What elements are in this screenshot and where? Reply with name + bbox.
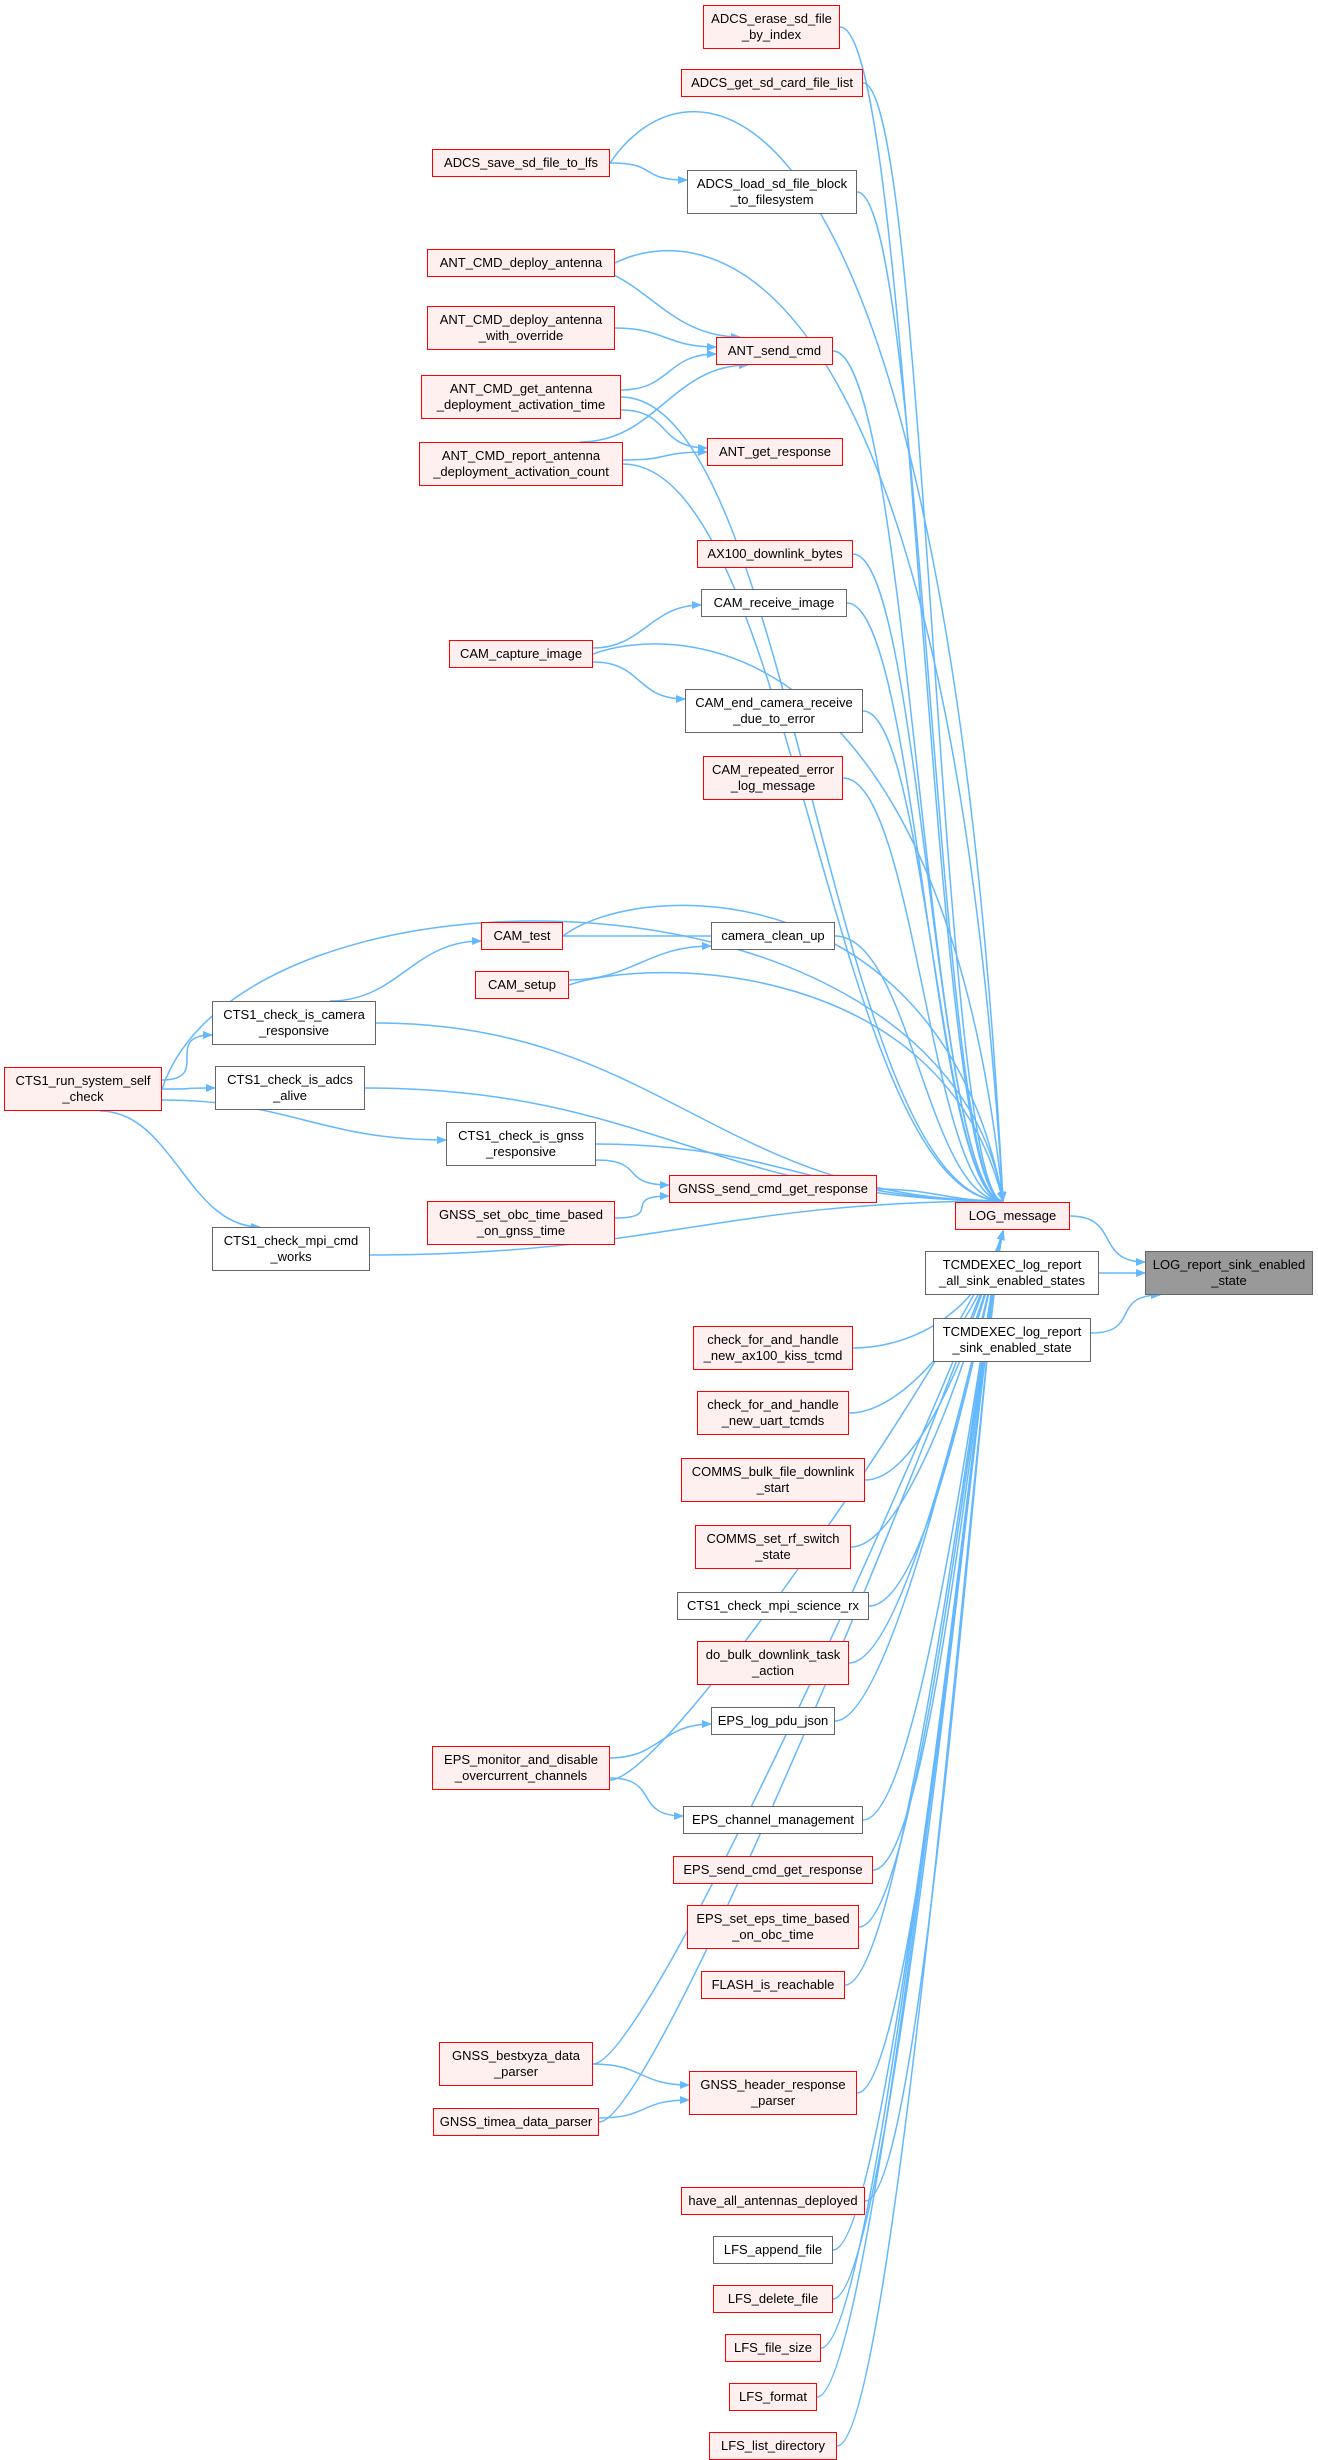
node-gnss-timea-data-parser[interactable]: GNSS_timea_data_parser xyxy=(433,2108,599,2136)
node-lfs-file-size[interactable]: LFS_file_size xyxy=(725,2334,821,2362)
node-cam-repeated-error-log-message[interactable]: CAM_repeated_error _log_message xyxy=(703,756,843,800)
call-edge xyxy=(834,935,1004,1205)
node-ant-get-response[interactable]: ANT_get_response xyxy=(707,438,843,466)
call-edge xyxy=(369,1197,1004,1256)
node-log-report-sink-enabled-state: LOG_report_sink_enabled _state xyxy=(1145,1251,1313,1295)
node-eps-monitor-and-disable-overcurrent-channels[interactable]: EPS_monitor_and_disable _overcurrent_cha… xyxy=(432,1746,610,1790)
node-ant-cmd-deploy-antenna[interactable]: ANT_CMD_deploy_antenna xyxy=(427,249,615,277)
call-edge xyxy=(609,1777,684,1820)
node-eps-channel-management[interactable]: EPS_channel_management xyxy=(683,1806,863,1834)
node-cts1-check-mpi-science-rx[interactable]: CTS1_check_mpi_science_rx xyxy=(677,1592,869,1620)
node-adcs-get-sd-card-file-list[interactable]: ADCS_get_sd_card_file_list xyxy=(681,69,863,97)
call-edge xyxy=(852,553,1004,1205)
node-tcmdexec-log-report-all-sink-enabled-states[interactable]: TCMDEXEC_log_report _all_sink_enabled_st… xyxy=(925,1251,1099,1295)
call-edge xyxy=(614,1192,670,1219)
node-check-for-and-handle-new-ax100-kiss-tcmd[interactable]: check_for_and_handle _new_ax100_kiss_tcm… xyxy=(693,1326,853,1370)
node-gnss-header-response-parser[interactable]: GNSS_header_response _parser xyxy=(689,2071,857,2115)
node-comms-bulk-file-downlink-start[interactable]: COMMS_bulk_file_downlink _start xyxy=(681,1458,865,1502)
node-cam-end-camera-receive-due-to-error[interactable]: CAM_end_camera_receive _due_to_error xyxy=(685,689,863,733)
node-adcs-erase-sd-file-by-index[interactable]: ADCS_erase_sd_file _by_index xyxy=(703,5,840,49)
node-ant-cmd-deploy-antenna-with-override[interactable]: ANT_CMD_deploy_antenna _with_override xyxy=(427,306,615,350)
call-edge xyxy=(609,162,688,184)
node-gnss-bestxyza-data-parser[interactable]: GNSS_bestxyza_data _parser xyxy=(439,2042,593,2086)
node-do-bulk-downlink-task-action[interactable]: do_bulk_downlink_task _action xyxy=(697,1641,849,1685)
node-cam-receive-image[interactable]: CAM_receive_image xyxy=(701,589,847,617)
node-ant-cmd-get-antenna-deployment-activation-time[interactable]: ANT_CMD_get_antenna _deployment_activati… xyxy=(421,375,621,419)
call-edge xyxy=(622,463,1004,1205)
call-edge xyxy=(329,937,482,1002)
node-comms-set-rf-switch-state[interactable]: COMMS_set_rf_switch _state xyxy=(695,1525,851,1569)
call-edge xyxy=(595,1143,1004,1205)
call-edge xyxy=(99,1110,261,1231)
call-edge xyxy=(161,1084,216,1093)
call-edge xyxy=(832,350,1004,1205)
call-edge xyxy=(375,1022,1004,1205)
node-lfs-delete-file[interactable]: LFS_delete_file xyxy=(713,2285,833,2313)
node-ant-cmd-report-antenna-deployment-activation-count[interactable]: ANT_CMD_report_antenna _deployment_activ… xyxy=(419,442,623,486)
node-have-all-antennas-deployed[interactable]: have_all_antennas_deployed xyxy=(681,2187,865,2215)
call-edge xyxy=(592,2063,690,2089)
node-gnss-set-obc-time-based-on-gnss-time[interactable]: GNSS_set_obc_time_based _on_gnss_time xyxy=(427,1201,615,1245)
call-edge xyxy=(568,971,1005,1202)
node-lfs-append-file[interactable]: LFS_append_file xyxy=(713,2236,833,2264)
call-edge xyxy=(568,942,712,981)
call-edge xyxy=(161,1099,447,1144)
node-cts1-run-system-self-check[interactable]: CTS1_run_system_self _check xyxy=(4,1067,162,1111)
node-adcs-save-sd-file-to-lfs[interactable]: ADCS_save_sd_file_to_lfs xyxy=(432,149,610,177)
call-edge xyxy=(614,327,717,351)
node-adcs-load-sd-file-block-to-filesystem[interactable]: ADCS_load_sd_file_block _to_filesystem xyxy=(687,170,857,214)
call-edge xyxy=(1090,1291,1161,1334)
call-edge xyxy=(620,350,717,391)
node-lfs-format[interactable]: LFS_format xyxy=(729,2383,817,2411)
node-cts1-check-is-camera-responsive[interactable]: CTS1_check_is_camera _responsive xyxy=(212,1001,376,1045)
call-edge xyxy=(592,601,702,649)
call-edge xyxy=(595,1159,670,1189)
call-edge xyxy=(579,361,749,443)
call-edge xyxy=(609,110,1007,1202)
call-edge xyxy=(609,1720,712,1759)
call-edge xyxy=(622,448,708,461)
call-edge xyxy=(161,1031,213,1081)
call-edge xyxy=(862,710,1004,1205)
node-cts1-check-is-adcs-alive[interactable]: CTS1_check_is_adcs _alive xyxy=(215,1066,365,1110)
node-lfs-list-directory[interactable]: LFS_list_directory xyxy=(709,2432,837,2460)
node-log-message[interactable]: LOG_message xyxy=(955,1202,1070,1230)
node-gnss-send-cmd-get-response[interactable]: GNSS_send_cmd_get_response xyxy=(669,1175,877,1203)
call-edge xyxy=(839,26,1004,1205)
node-eps-log-pdu-json[interactable]: EPS_log_pdu_json xyxy=(711,1707,835,1735)
node-tcmdexec-log-report-sink-enabled-state[interactable]: TCMDEXEC_log_report _sink_enabled_state xyxy=(933,1318,1091,1362)
node-ax100-downlink-bytes[interactable]: AX100_downlink_bytes xyxy=(697,540,853,568)
call-edge xyxy=(598,2096,690,2119)
node-eps-send-cmd-get-response[interactable]: EPS_send_cmd_get_response xyxy=(673,1856,873,1884)
node-cam-setup[interactable]: CAM_setup xyxy=(475,971,569,999)
node-ant-send-cmd[interactable]: ANT_send_cmd xyxy=(716,337,833,365)
node-camera-clean-up[interactable]: camera_clean_up xyxy=(711,922,835,950)
call-edge xyxy=(856,191,1004,1205)
node-check-for-and-handle-new-uart-tcmds[interactable]: check_for_and_handle _new_uart_tcmds xyxy=(697,1391,849,1435)
call-edge xyxy=(1069,1215,1146,1266)
call-edge xyxy=(592,661,686,703)
call-edge xyxy=(842,777,1004,1205)
call-edge xyxy=(620,409,708,452)
call-edge xyxy=(844,1230,1005,1986)
node-cam-capture-image[interactable]: CAM_capture_image xyxy=(449,640,593,668)
node-eps-set-eps-time-based-on-obc-time[interactable]: EPS_set_eps_time_based _on_obc_time xyxy=(687,1905,859,1949)
call-edge xyxy=(364,1087,1004,1205)
node-flash-is-reachable[interactable]: FLASH_is_reachable xyxy=(701,1971,845,1999)
node-cam-test[interactable]: CAM_test xyxy=(481,922,563,950)
node-cts1-check-mpi-cmd-works[interactable]: CTS1_check_mpi_cmd _works xyxy=(212,1227,370,1271)
call-edge xyxy=(161,920,1006,1202)
node-cts1-check-is-gnss-responsive[interactable]: CTS1_check_is_gnss _responsive xyxy=(446,1122,596,1166)
